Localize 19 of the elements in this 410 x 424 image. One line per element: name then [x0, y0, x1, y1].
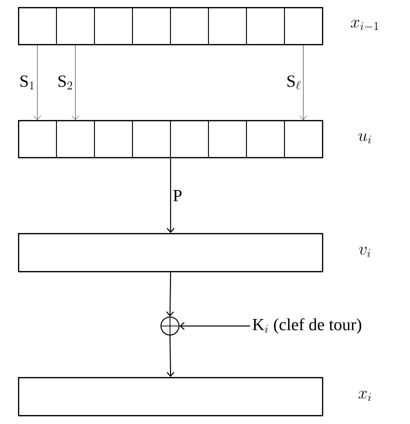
arrow [180, 322, 250, 330]
register-box [18, 377, 324, 416]
arrow [166, 272, 174, 316]
arrow [34, 44, 42, 120]
register-label: $v_i$ [359, 246, 370, 258]
edge-label: $\mathrm{P}$ [173, 190, 182, 202]
register-label: $x_{i-1}$ [350, 20, 378, 30]
edge-label: $\mathrm{S}_2$ [58, 75, 72, 90]
xor-symbol [160, 316, 180, 336]
arrow [166, 158, 175, 233]
register-box [18, 233, 324, 272]
arrow [166, 335, 175, 377]
register-label: $u_i$ [358, 133, 371, 144]
register-label: $x_i$ [358, 390, 371, 402]
arrow [72, 44, 80, 120]
key-label: $\mathrm{K}_i\ \mbox{(clef de tour)}$ [252, 318, 362, 334]
edge-label: $\mathrm{S}_\ell$ [287, 75, 300, 90]
edge-label: $\mathrm{S}_1$ [20, 75, 34, 90]
arrow [300, 44, 308, 120]
